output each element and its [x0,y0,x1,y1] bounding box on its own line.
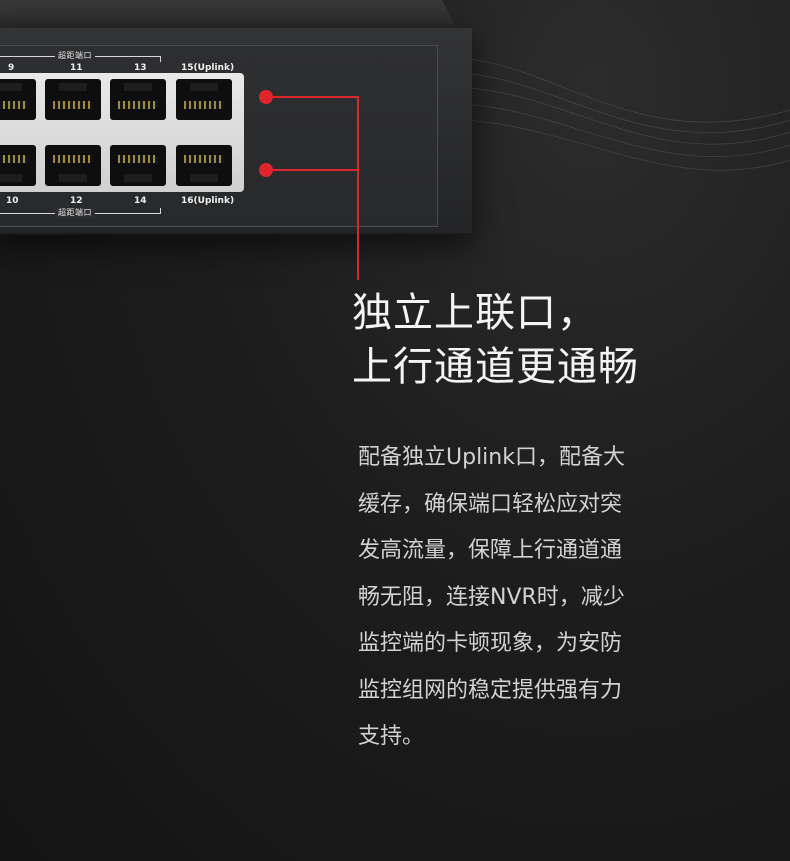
switch-top-cover [0,0,456,28]
feature-headline: 独立上联口， 上行通道更通畅 [352,286,772,394]
rj45-port-icon [0,79,36,120]
rj45-port-block [0,73,244,192]
top-group-label: 超距端口 [55,51,95,61]
rj45-uplink-port-icon [176,145,232,186]
description-line: 支持。 [358,724,425,749]
headline-line-1: 独立上联口， [352,290,598,336]
callout-dot-bottom [259,163,273,177]
callout-line-bottom [270,169,359,171]
callout-dot-top [259,90,273,104]
port-number-9: 9 [8,63,15,73]
rj45-port-icon [45,145,101,186]
feature-description: 配备独立Uplink口，配备大 缓存，确保端口轻松应对突 发高流量，保障上行通道… [358,435,688,761]
bottom-port-bracket-tick [160,208,161,214]
port-number-14: 14 [134,196,147,206]
rj45-uplink-port-icon [176,79,232,120]
port-number-15-uplink: 15(Uplink) [181,63,235,73]
description-line: 监控端的卡顿现象，为安防 [358,631,623,656]
decorative-wave-lines [420,57,790,171]
callout-line-top [270,96,359,98]
description-line: 配备独立Uplink口，配备大 [358,445,625,470]
port-number-12: 12 [70,196,83,206]
description-line: 缓存，确保端口轻松应对突 [358,491,623,517]
description-line: 畅无阻，连接NVR时，减少 [358,584,625,610]
description-line: 监控组网的稳定提供强有力 [358,677,623,703]
port-number-16-uplink: 16(Uplink) [181,196,235,206]
description-line: 发高流量，保障上行通道通 [358,538,623,563]
port-number-10: 10 [6,196,19,206]
bottom-group-label: 超距端口 [55,208,95,218]
port-number-11: 11 [70,63,83,73]
rj45-port-icon [45,79,101,120]
port-number-13: 13 [134,63,147,73]
headline-line-2: 上行通道更通畅 [352,344,639,390]
callout-line-vertical [357,96,359,280]
rj45-port-icon [110,79,166,120]
top-port-bracket-tick [160,56,161,62]
rj45-port-icon [110,145,166,186]
rj45-port-icon [0,145,36,186]
